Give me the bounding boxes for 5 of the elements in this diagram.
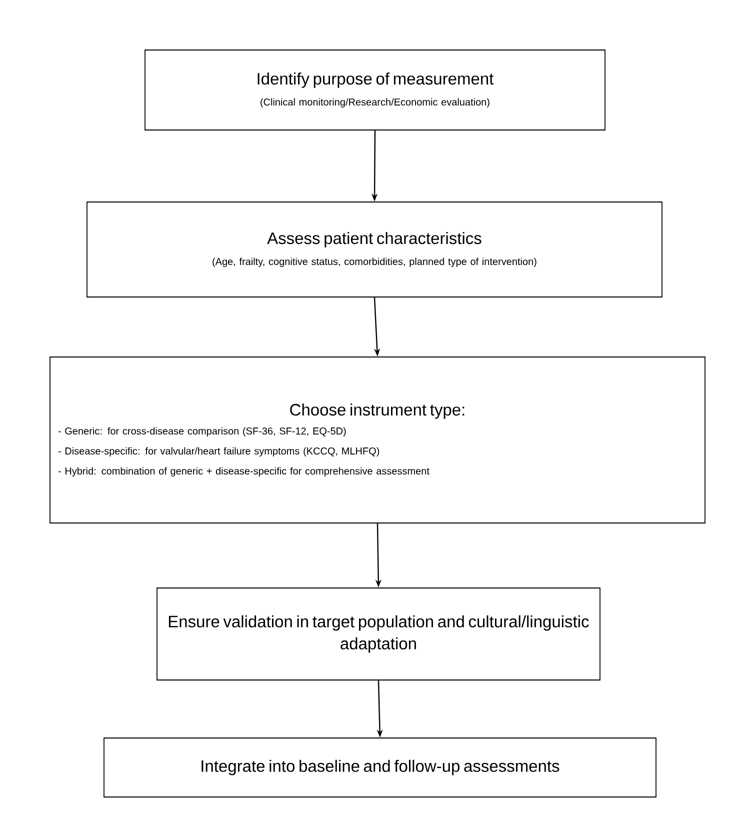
process-box: Ensure validation in target population and cultural/linguistic adaptation — [156, 588, 600, 680]
process-box: Integrate into baseline and follow-up assessments — [104, 738, 656, 798]
process-box: Identify purpose of measurement (Clinical monitoring/Research/Economic evaluation) — [144, 50, 606, 130]
process-box: Assess patient characteristics (Age, frailty, cognitive status, comorbidities, planned type of intervention) — [86, 202, 662, 298]
process-box: Choose instrument type: - Generic: for cross-disease comparison (SF-36, SF-12, EQ-5D) - Disease-specific: for valvular/heart failure symptoms (KCCQ, MLHFQ) - Hybrid: combination of generic + disease-specific for comprehensive assessment — [50, 356, 706, 524]
